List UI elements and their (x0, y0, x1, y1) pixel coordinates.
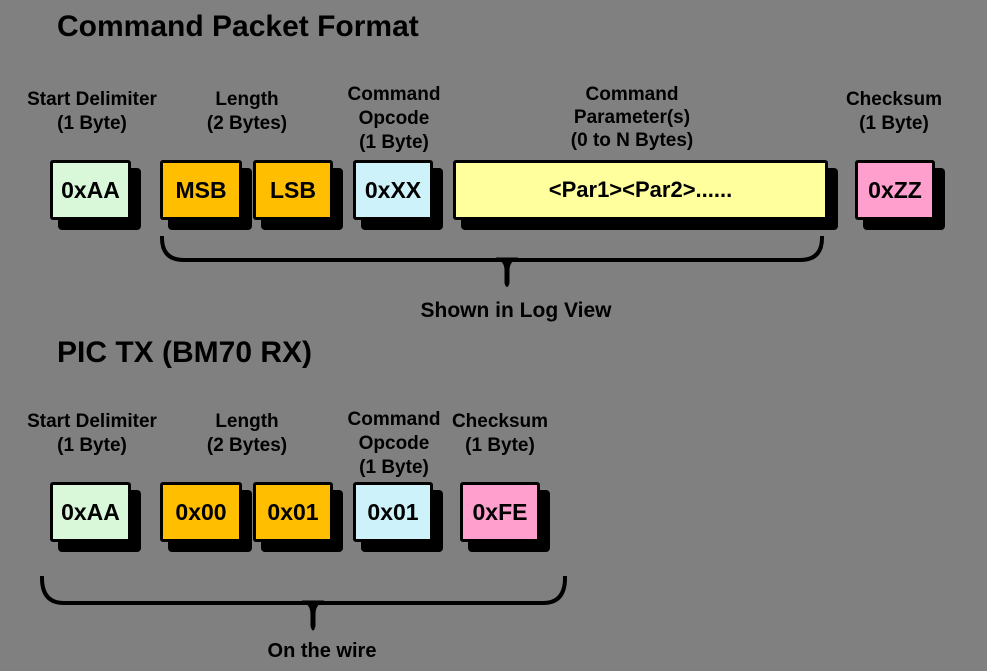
section2-title: PIC TX (BM70 RX) (57, 336, 313, 369)
s2-label-length-line2: (2 Bytes) (206, 435, 288, 456)
s1-label-start-delimiter: Start Delimiter (1 Byte) (27, 88, 157, 136)
s1-label-checksum: Checksum (1 Byte) (846, 88, 942, 136)
s1-label-length-line1: Length (215, 89, 279, 110)
s1-label-command-parameters-line2: Parameter(s) (573, 107, 691, 128)
s2-box-length-lsb: 0x01 (253, 482, 333, 542)
s2-box-checksum: 0xFE (460, 482, 540, 542)
s2-label-checksum-line1: Checksum (451, 411, 549, 432)
s2-label-command-opcode-line1: Command (347, 409, 441, 430)
s1-label-command-parameters-line1: Command (585, 84, 679, 105)
s2-box-start-delimiter: 0xAA (50, 482, 131, 542)
log-view-brace (159, 235, 825, 287)
s1-box-checksum: 0xZZ (855, 160, 935, 220)
s1-label-command-parameters: Command Parameter(s) (0 to N Bytes) (571, 83, 693, 152)
s1-box-start-delimiter: 0xAA (50, 160, 131, 220)
s2-label-checksum: Checksum (1 Byte) (452, 410, 548, 458)
s2-label-start-delimiter-line2: (1 Byte) (57, 435, 127, 456)
s1-box-command-opcode: 0xXX (353, 160, 433, 220)
s1-label-command-opcode-line2: Opcode (358, 108, 430, 129)
s1-label-command-opcode-line3: (1 Byte) (359, 132, 429, 153)
s1-label-command-opcode-line1: Command (347, 84, 441, 105)
s1-label-command-parameters-line3: (0 to N Bytes) (570, 130, 694, 151)
s1-box-length-msb: MSB (160, 160, 242, 220)
s2-label-command-opcode-line2: Opcode (358, 433, 430, 454)
log-view-caption: Shown in Log View (420, 299, 612, 322)
on-the-wire-brace (39, 575, 568, 631)
s1-box-length-lsb: LSB (253, 160, 333, 220)
s1-label-length: Length (2 Bytes) (207, 88, 287, 136)
s2-box-length-msb: 0x00 (160, 482, 242, 542)
s1-label-start-delimiter-line1: Start Delimiter (27, 89, 157, 110)
s2-label-checksum-line2: (1 Byte) (465, 435, 535, 456)
s1-label-checksum-line1: Checksum (845, 89, 943, 110)
s2-label-command-opcode-line3: (1 Byte) (359, 457, 429, 478)
s2-label-start-delimiter: Start Delimiter (1 Byte) (27, 410, 157, 458)
s2-box-command-opcode: 0x01 (353, 482, 433, 542)
s1-label-length-line2: (2 Bytes) (206, 113, 288, 134)
wire-caption: On the wire (267, 640, 377, 662)
s2-label-start-delimiter-line1: Start Delimiter (27, 411, 157, 432)
s2-label-length-line1: Length (215, 411, 279, 432)
s1-label-checksum-line2: (1 Byte) (859, 113, 929, 134)
s2-label-command-opcode: Command Opcode (1 Byte) (348, 408, 441, 480)
s1-label-start-delimiter-line2: (1 Byte) (57, 113, 127, 134)
s2-label-length: Length (2 Bytes) (207, 410, 287, 458)
s1-box-command-parameters: <Par1><Par2>...... (453, 160, 828, 220)
section1-title: Command Packet Format (57, 10, 419, 43)
s1-label-command-opcode: Command Opcode (1 Byte) (348, 83, 441, 155)
